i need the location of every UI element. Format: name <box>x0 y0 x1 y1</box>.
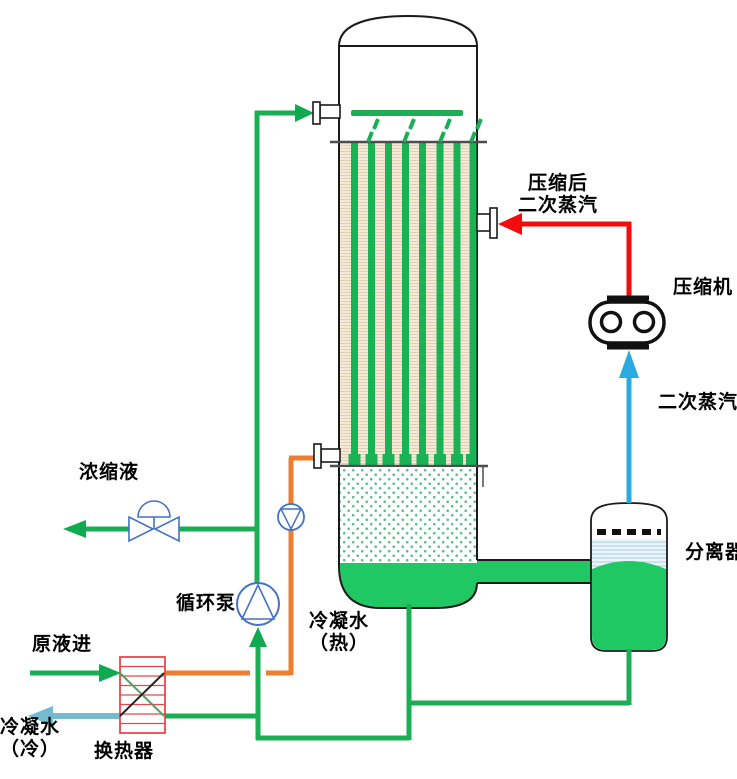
condensate-hot-line <box>165 455 314 676</box>
dotted-section <box>340 467 476 562</box>
spray-nozzle-flange <box>312 101 321 125</box>
valve-actuator-dome <box>137 500 171 518</box>
spray-nozzle-stub <box>319 104 341 119</box>
label-condensate-cold-l1: 冷凝水 <box>0 717 60 738</box>
green-arrows <box>63 104 314 682</box>
label-condensate-hot-l1: 冷凝水 <box>308 611 369 632</box>
label-separator: 分离器 <box>685 542 737 563</box>
condensate-nozzle-flange <box>313 443 322 469</box>
condensate-pump-icon <box>277 503 305 531</box>
concentrate-out-arrow <box>63 520 86 538</box>
label-circulation-pump: 循环泵 <box>176 593 237 614</box>
label-compressed-vapor-l2: 二次蒸汽 <box>517 195 598 216</box>
evaporator-shell <box>338 45 478 609</box>
evaporator-tubes <box>348 143 477 465</box>
concentrate-valve-icon <box>128 500 180 543</box>
label-heat-exchanger: 换热器 <box>94 741 155 762</box>
label-feed-in: 原液进 <box>32 634 93 655</box>
evaporator-dome <box>338 14 478 47</box>
compressed-vapor-line <box>498 213 632 296</box>
label-compressed-vapor: 压缩后 二次蒸汽 <box>515 173 601 217</box>
evaporator-nozzles <box>312 101 498 469</box>
vapor-duct <box>477 559 593 584</box>
separator-liquid <box>592 561 666 650</box>
condensate-cold-arrow <box>28 706 53 726</box>
label-condensate-hot-l2: （热） <box>308 633 369 654</box>
separator <box>590 502 668 652</box>
vapor-to-compressor-arrow <box>619 350 639 378</box>
spray-inlet-arrow <box>295 104 314 122</box>
condensate-cold-line <box>28 706 122 726</box>
label-condensate-cold: 冷凝水 （冷） <box>0 717 62 761</box>
label-compressed-vapor-l1: 压缩后 <box>527 173 588 194</box>
label-compressor: 压缩机 <box>673 277 734 298</box>
vapor-to-evaporator-arrow <box>498 213 522 235</box>
evaporator-vessel <box>330 14 488 609</box>
label-condensate-cold-l2: （冷） <box>0 739 60 760</box>
condensate-nozzle-stub <box>320 448 341 463</box>
process-lines-green <box>30 110 632 741</box>
secondary-vapor-line <box>619 350 639 503</box>
spray-icon <box>366 118 483 143</box>
label-concentrate: 浓缩液 <box>79 462 140 483</box>
compressor-icon <box>588 295 666 350</box>
feed-in-arrow <box>99 664 121 682</box>
label-secondary-vapor: 二次蒸汽 <box>658 392 737 413</box>
spray-header <box>351 110 463 116</box>
sump-liquid <box>339 563 477 607</box>
circulation-pump-icon <box>236 582 280 626</box>
vapor-nozzle-stub <box>476 213 491 232</box>
pump-inlet-arrow <box>249 627 267 647</box>
valve-body-left <box>128 515 155 543</box>
valve-body-right <box>153 515 180 543</box>
label-condensate-hot: 冷凝水 （热） <box>299 611 379 655</box>
heat-exchanger-icon <box>119 656 166 734</box>
vapor-nozzle-flange <box>489 207 498 239</box>
